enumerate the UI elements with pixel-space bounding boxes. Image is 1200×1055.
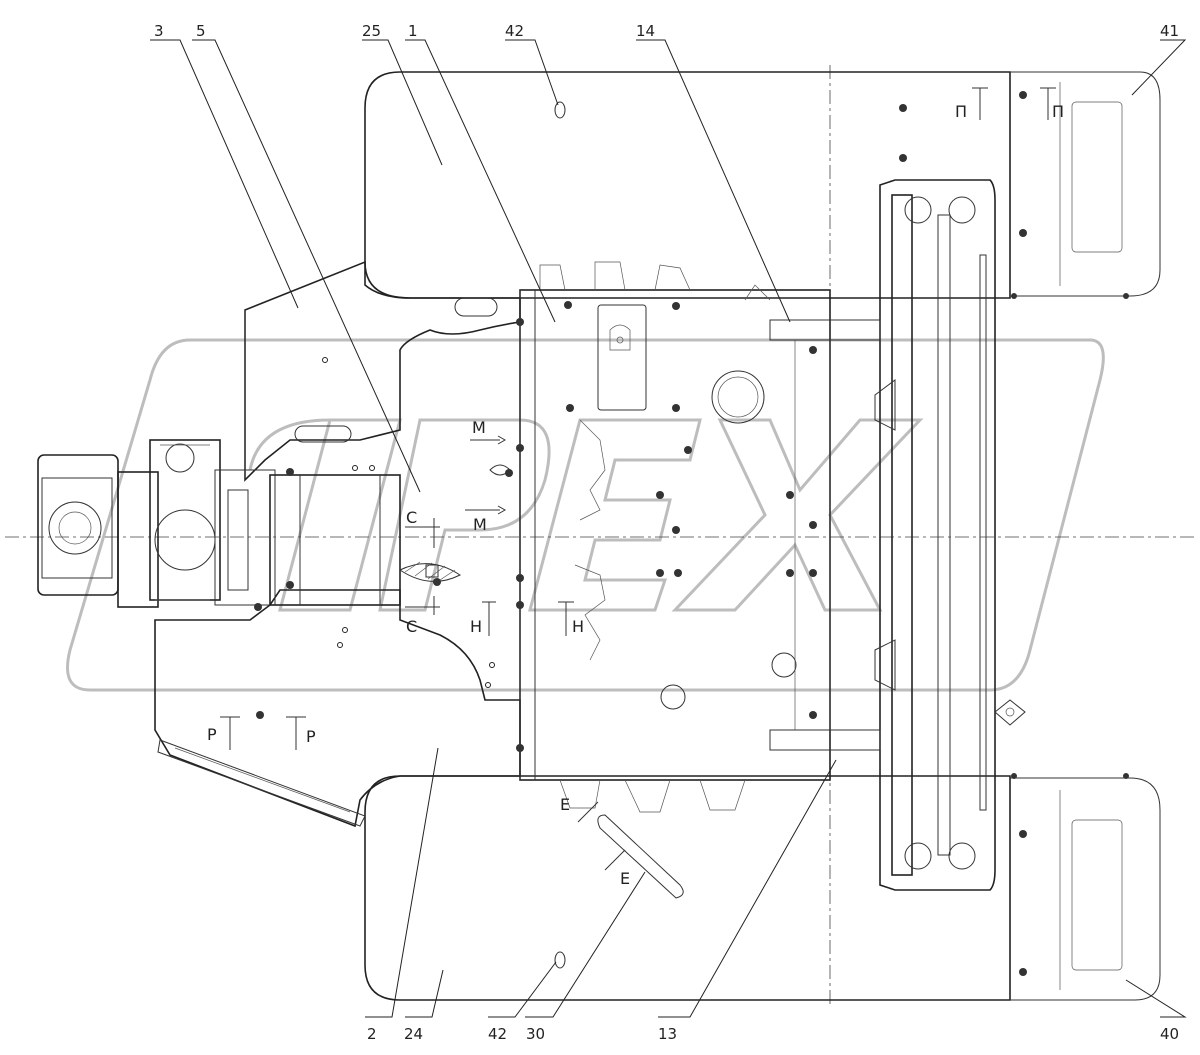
bolt: [1019, 91, 1027, 99]
bolt: [786, 569, 794, 577]
callout-3: 3: [154, 22, 164, 40]
bolt: [899, 154, 907, 162]
bolt: [1019, 229, 1027, 237]
bolt: [516, 444, 524, 452]
bolt: [786, 491, 794, 499]
bottom-fender-panel: [364, 775, 1161, 1001]
bolt: [809, 521, 817, 529]
callout-2: 2: [367, 1025, 377, 1043]
bolt: [352, 465, 358, 471]
bolt: [656, 569, 664, 577]
motor-assembly: [37, 439, 401, 608]
callout-24: 24: [404, 1025, 423, 1043]
bolt: [254, 603, 262, 611]
callout-25: 25: [362, 22, 381, 40]
bolt: [809, 569, 817, 577]
bolt: [672, 526, 680, 534]
callout-1: 1: [408, 22, 418, 40]
callout-42-top: 42: [505, 22, 524, 40]
section-label-m-bottom: M: [473, 515, 487, 534]
callout-5: 5: [196, 22, 206, 40]
callout-30: 30: [526, 1025, 545, 1043]
callout-41: 41: [1160, 22, 1179, 40]
bolt: [1019, 968, 1027, 976]
slot-30: [597, 814, 684, 899]
bolt: [899, 104, 907, 112]
section-label-m-top: M: [472, 418, 486, 437]
center-lines: [5, 65, 1195, 1005]
bolt: [286, 581, 294, 589]
callout-42-bottom: 42: [488, 1025, 507, 1043]
left-plate: [244, 260, 521, 482]
section-label-c-bottom: C: [406, 617, 417, 636]
bolt: [516, 574, 524, 582]
bolt: [564, 301, 572, 309]
bolt: [656, 491, 664, 499]
bolt: [1011, 773, 1017, 779]
section-labels: П П M M C C H H P P E E: [207, 102, 1064, 888]
section-label-pi-right: П: [1052, 102, 1064, 121]
bolt: [809, 346, 817, 354]
callout-40: 40: [1160, 1025, 1179, 1043]
bolt: [672, 302, 680, 310]
section-label-pi-left: П: [955, 102, 967, 121]
section-arrows: [220, 87, 1056, 871]
bolt: [256, 711, 264, 719]
drain-hole-bottom: [554, 951, 566, 969]
section-label-e-top: E: [560, 795, 570, 814]
bolt: [809, 711, 817, 719]
drain-hole-top: [554, 101, 566, 119]
bolt: [369, 465, 375, 471]
section-label-h-right: H: [572, 617, 584, 636]
lower-left-plate: [154, 589, 521, 828]
watermark-logo: [66, 338, 1105, 692]
section-label-e-bottom: E: [620, 869, 630, 888]
bolt: [342, 627, 348, 633]
section-label-p-left: P: [207, 725, 217, 744]
callout-labels: 3 5 25 1 42 14 41 2 24 42 30 13 40: [154, 22, 1179, 1043]
callout-14: 14: [636, 22, 655, 40]
bolt: [516, 318, 524, 326]
top-fender-panel: [364, 71, 1161, 299]
callout-13: 13: [658, 1025, 677, 1043]
bolt: [337, 642, 343, 648]
bolt: [433, 578, 441, 586]
section-label-h-left: H: [470, 617, 482, 636]
leader-lines: [150, 39, 1187, 1018]
bolt: [672, 404, 680, 412]
bolt: [1123, 773, 1129, 779]
bolt: [516, 744, 524, 752]
bolt: [489, 662, 495, 668]
bolt: [1123, 293, 1129, 299]
bolt: [684, 446, 692, 454]
bolt: [1019, 830, 1027, 838]
section-label-c-top: C: [406, 508, 417, 527]
section-label-p-right: P: [306, 727, 316, 746]
bolt: [1011, 293, 1017, 299]
bolt: [322, 357, 328, 363]
bolt: [505, 469, 513, 477]
bolt: [485, 682, 491, 688]
bolt: [516, 601, 524, 609]
bolt: [286, 468, 294, 476]
bolts: [254, 91, 1129, 976]
bolt: [674, 569, 682, 577]
beam-assembly: [769, 179, 1026, 891]
cut-section: [399, 464, 511, 582]
bolt: [566, 404, 574, 412]
